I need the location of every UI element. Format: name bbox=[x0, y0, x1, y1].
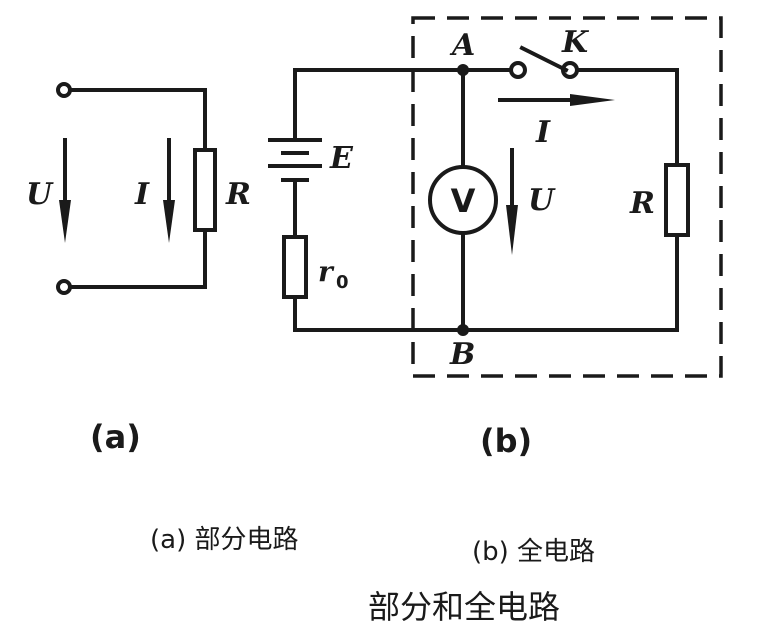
sublabel-a: (a) bbox=[90, 418, 141, 456]
caption-b: (b) 全电路 bbox=[472, 537, 595, 567]
terminal-top-a bbox=[56, 82, 72, 98]
internal-resistance-label: r bbox=[318, 255, 335, 288]
current-label-a: I bbox=[134, 177, 150, 212]
internal-resistance-subscript: 0 bbox=[336, 272, 349, 293]
sublabel-b: (b) bbox=[480, 422, 532, 460]
resistor-label-a: R bbox=[225, 177, 251, 212]
current-label-b: I bbox=[535, 115, 551, 150]
node-b-label: B bbox=[449, 337, 475, 372]
current-arrow-a bbox=[163, 138, 175, 243]
figure-title: 部分和全电路 bbox=[368, 588, 560, 626]
node-a-label: A bbox=[449, 28, 475, 63]
full-circuit: V A K E r 0 U I R B (b) bbox=[268, 16, 723, 460]
resistor-label-b: R bbox=[629, 186, 655, 221]
voltmeter bbox=[428, 165, 498, 235]
resistor-r-a bbox=[193, 148, 217, 232]
battery-e bbox=[268, 138, 322, 182]
internal-resistor-r0 bbox=[282, 235, 308, 299]
switch-k bbox=[509, 45, 579, 79]
voltage-label-a: U bbox=[26, 177, 54, 212]
external-circuit-boundary bbox=[411, 16, 723, 378]
voltage-arrow-b bbox=[506, 148, 518, 255]
current-arrow-b bbox=[498, 94, 615, 106]
voltage-label-b: U bbox=[528, 183, 556, 218]
caption-a: (a) 部分电路 bbox=[150, 525, 299, 555]
voltage-arrow-a bbox=[59, 138, 71, 243]
partial-circuit: U I R (a) bbox=[26, 82, 251, 456]
resistor-r-b bbox=[664, 163, 690, 237]
voltmeter-symbol: V bbox=[451, 182, 476, 220]
switch-label: K bbox=[561, 25, 590, 60]
node-b-dot bbox=[457, 324, 469, 336]
emf-label: E bbox=[329, 141, 354, 176]
terminal-bottom-a bbox=[56, 279, 72, 295]
node-a-dot bbox=[457, 64, 469, 76]
